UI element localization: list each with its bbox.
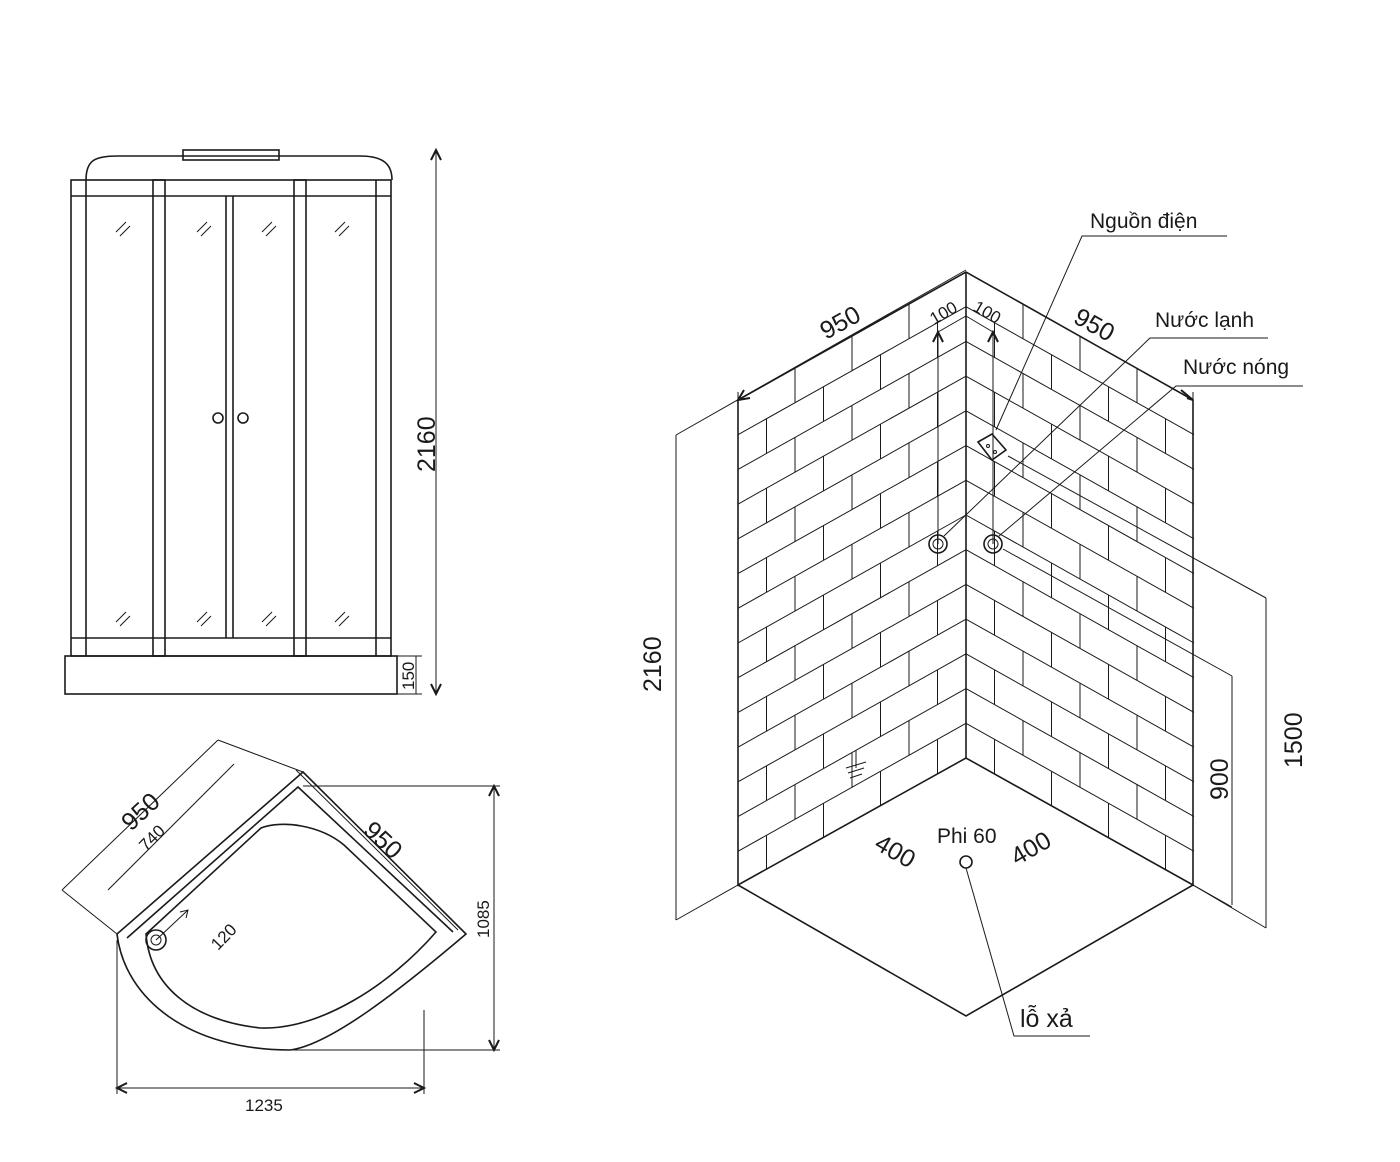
label-cold: Nước lạnh xyxy=(1155,309,1254,332)
shower-tray xyxy=(64,655,398,695)
iso-left-width-label: 950 xyxy=(815,301,865,346)
left-wall-tiles xyxy=(737,304,967,870)
plan-depth-label: 1085 xyxy=(474,900,493,938)
door-handle-right xyxy=(237,412,249,424)
basin-outline xyxy=(145,823,438,1029)
right-wall-tiles xyxy=(965,304,1195,870)
floor-outline xyxy=(737,884,1194,1017)
door-handle-left xyxy=(212,412,224,424)
inner-side-dim xyxy=(107,763,235,891)
iso-offset-left-label: 100 xyxy=(927,298,961,329)
iso-drain-diameter-label: Phi 60 xyxy=(937,825,997,848)
iso-floor-left-label: 400 xyxy=(870,829,920,874)
iso-right-width-label: 950 xyxy=(1069,303,1119,348)
drain-offset-label: 120 xyxy=(207,920,240,954)
cabin-frame xyxy=(70,179,392,657)
side-right-dim xyxy=(295,769,459,931)
leader-cold xyxy=(943,337,1268,537)
front-height-label: 2160 xyxy=(413,416,441,472)
label-power: Nguồn điện xyxy=(1090,210,1197,233)
glass-glints xyxy=(115,221,350,627)
front-view: 2160 150 xyxy=(64,147,442,697)
floor-drain xyxy=(959,855,973,869)
plan-view: 120 950 740 950 1085 1235 xyxy=(61,739,500,1115)
side-left-dim xyxy=(61,739,219,891)
label-drain: lỗ xả xyxy=(1020,1004,1073,1033)
front-base-label: 150 xyxy=(399,662,418,690)
power-socket xyxy=(976,432,1008,462)
plan-side-right-label: 950 xyxy=(358,816,408,865)
ground-symbol xyxy=(845,750,867,779)
leader-hot xyxy=(998,385,1303,537)
label-hot: Nước nóng xyxy=(1183,356,1289,379)
left-post xyxy=(152,179,166,657)
cabin-roof xyxy=(85,155,393,181)
roof-top-cap xyxy=(182,149,280,161)
iso-view: 2160 950 950 100 100 900 1500 400 400 Ph… xyxy=(639,210,1308,1037)
iso-height-label: 2160 xyxy=(639,636,667,692)
iso-floor-right-label: 400 xyxy=(1006,826,1056,871)
iso-900-label: 900 xyxy=(1206,758,1234,800)
tray-inner-edge xyxy=(126,785,454,939)
iso-offset-right-label: 100 xyxy=(970,297,1004,328)
iso-1500-label: 1500 xyxy=(1280,712,1308,768)
leader-drain xyxy=(965,867,1090,1037)
plan-width-label: 1235 xyxy=(245,1096,283,1115)
drain-hole xyxy=(145,929,167,951)
right-post xyxy=(293,179,307,657)
leader-power xyxy=(995,235,1227,431)
